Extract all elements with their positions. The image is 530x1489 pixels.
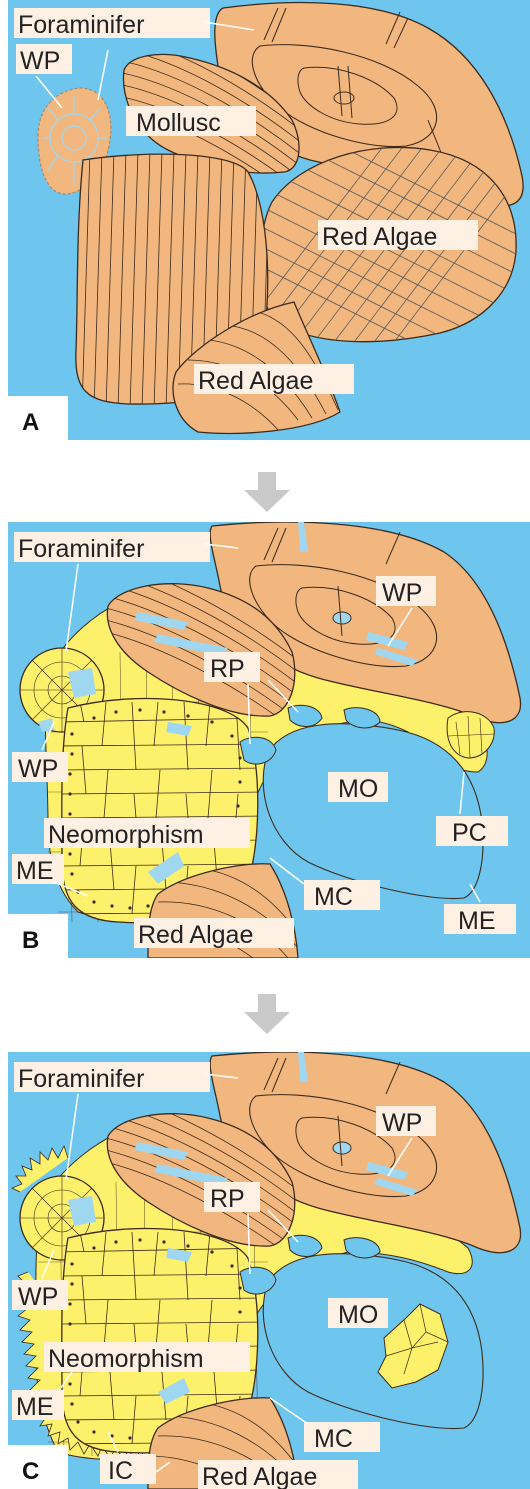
svg-text:Red Algae: Red Algae — [198, 367, 313, 395]
label-wp-top: WP — [376, 576, 436, 607]
label-mc: MC — [304, 1422, 380, 1453]
svg-text:WP: WP — [382, 579, 422, 607]
svg-text:Foraminifer: Foraminifer — [18, 535, 144, 563]
svg-text:MC: MC — [314, 1425, 353, 1453]
label-red-algae: Red Algae — [198, 1460, 358, 1489]
panel-b-diagram: Foraminifer WP RP WP MO Neomorphism PC M… — [8, 522, 530, 958]
svg-text:MO: MO — [338, 775, 378, 803]
label-rp: RP — [204, 1182, 260, 1213]
svg-text:C: C — [22, 1458, 39, 1485]
panel-a-diagram: Foraminifer WP Mollusc Red Algae Red Alg… — [8, 0, 530, 440]
svg-text:WP: WP — [382, 1109, 422, 1137]
svg-text:ME: ME — [16, 857, 54, 885]
panel-a-letter: A — [8, 396, 68, 440]
svg-text:Neomorphism: Neomorphism — [48, 1345, 204, 1373]
svg-text:Foraminifer: Foraminifer — [18, 11, 144, 39]
svg-text:Red Algae: Red Algae — [138, 921, 253, 949]
label-red-algae: Red Algae — [134, 918, 294, 949]
label-me-right: ME — [444, 904, 516, 935]
svg-text:Foraminifer: Foraminifer — [18, 1065, 144, 1093]
label-wp-top: WP — [376, 1106, 436, 1137]
label-neomorphism: Neomorphism — [44, 818, 250, 849]
svg-text:PC: PC — [452, 819, 487, 847]
svg-text:WP: WP — [20, 47, 60, 75]
foraminifer-aperture — [333, 1142, 351, 1154]
svg-text:WP: WP — [18, 755, 58, 783]
svg-text:B: B — [22, 927, 39, 954]
svg-text:RP: RP — [210, 1185, 245, 1213]
label-red-algae-1: Red Algae — [318, 220, 478, 251]
label-rp: RP — [204, 652, 260, 683]
label-mc: MC — [304, 880, 380, 911]
transition-arrow-1 — [244, 472, 290, 512]
svg-text:MO: MO — [338, 1301, 378, 1329]
label-mollusc: Mollusc — [126, 106, 256, 137]
label-foraminifer: Foraminifer — [14, 8, 210, 39]
label-mo: MO — [328, 772, 388, 803]
label-foraminifer: Foraminifer — [14, 532, 210, 563]
panel-c-diagram: Foraminifer WP RP WP MO Neomorphism ME M… — [8, 1052, 530, 1489]
label-me-left: ME — [12, 854, 64, 885]
label-wp-left: WP — [12, 752, 68, 783]
label-wp: WP — [16, 44, 72, 75]
label-ic: IC — [100, 1454, 156, 1485]
svg-text:A: A — [22, 409, 39, 436]
label-mo: MO — [328, 1298, 388, 1329]
svg-text:RP: RP — [210, 655, 245, 683]
svg-text:MC: MC — [314, 883, 353, 911]
panel-a: Foraminifer WP Mollusc Red Algae Red Alg… — [8, 0, 530, 440]
panel-b-letter: B — [8, 914, 68, 958]
label-wp-left: WP — [12, 1280, 68, 1311]
label-pc: PC — [436, 816, 508, 847]
transition-arrow-2 — [244, 994, 290, 1034]
svg-text:Mollusc: Mollusc — [136, 109, 221, 137]
svg-text:WP: WP — [18, 1283, 58, 1311]
label-me: ME — [12, 1390, 64, 1421]
svg-text:ME: ME — [458, 907, 496, 935]
svg-text:IC: IC — [108, 1457, 133, 1485]
panel-c: Foraminifer WP RP WP MO Neomorphism ME M… — [8, 1052, 530, 1489]
panel-c-letter: C — [8, 1445, 68, 1489]
svg-text:Red Algae: Red Algae — [202, 1463, 317, 1489]
svg-text:Red Algae: Red Algae — [322, 223, 437, 251]
label-foraminifer: Foraminifer — [14, 1062, 210, 1093]
panel-b: Foraminifer WP RP WP MO Neomorphism PC M… — [8, 522, 530, 958]
label-neomorphism: Neomorphism — [44, 1342, 250, 1373]
foraminifer-aperture — [333, 612, 351, 624]
svg-text:ME: ME — [16, 1393, 54, 1421]
svg-text:Neomorphism: Neomorphism — [48, 821, 204, 849]
label-red-algae-2: Red Algae — [194, 364, 354, 395]
